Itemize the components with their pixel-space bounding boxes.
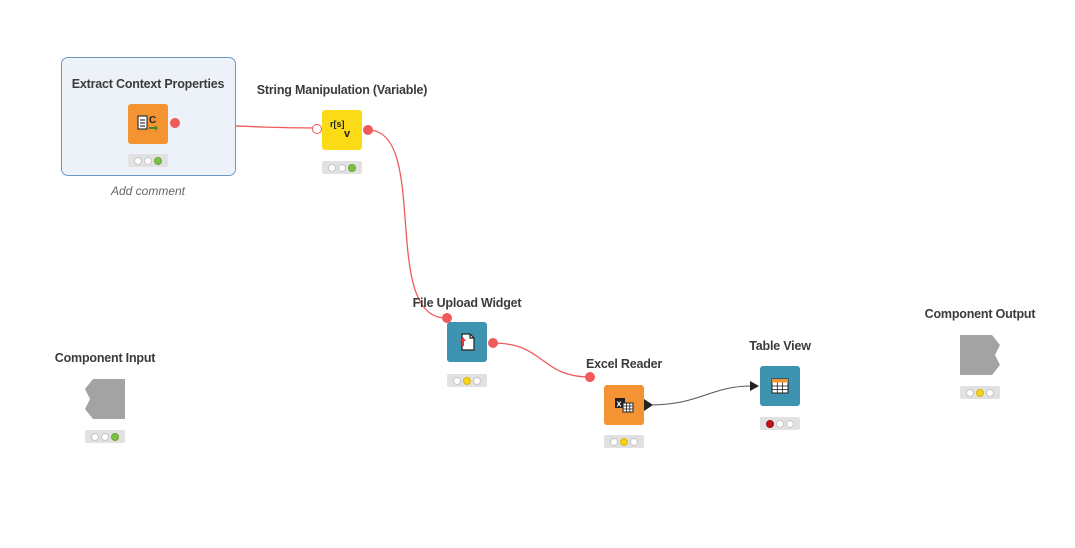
extract-context-status: [128, 154, 168, 167]
status-light-1: [453, 376, 461, 385]
status-light-2: [463, 376, 471, 385]
status-light-1: [328, 163, 336, 172]
excel-reader-output-port[interactable]: [644, 399, 654, 411]
table-view-status: [760, 417, 800, 430]
tableview-input-port-arrow: [750, 381, 759, 391]
svg-text:C: C: [149, 115, 156, 126]
context-properties-icon: C: [137, 115, 158, 131]
status-light-1: [766, 419, 774, 428]
excel-reader-input-port[interactable]: [585, 372, 595, 382]
node-title-component-output[interactable]: Component Output: [924, 307, 1036, 321]
table-view-node[interactable]: [760, 366, 800, 406]
status-light-3: [154, 156, 162, 165]
string-manipulation-status: [322, 161, 362, 174]
node-title-file-upload[interactable]: File Upload Widget: [412, 296, 522, 310]
connection-upload-to-excel[interactable]: [492, 342, 591, 378]
component-output-status: [960, 386, 1000, 399]
node-title-extract-context[interactable]: Extract Context Properties: [71, 77, 225, 91]
status-light-2: [144, 156, 152, 165]
file-upload-output-port[interactable]: [488, 338, 498, 348]
status-light-1: [966, 388, 974, 397]
file-upload-icon: [460, 333, 475, 351]
status-light-3: [473, 376, 481, 385]
string-manipulation-output-port[interactable]: [363, 125, 373, 135]
extract-context-node[interactable]: C: [128, 104, 168, 144]
status-light-1: [91, 432, 99, 441]
status-light-3: [348, 163, 356, 172]
node-title-table-view[interactable]: Table View: [749, 339, 811, 353]
excel-reader-status: [604, 435, 644, 448]
node-title-excel-reader[interactable]: Excel Reader: [585, 357, 663, 371]
component-input-icon[interactable]: [85, 379, 125, 419]
connection-excel-to-tableview[interactable]: [649, 385, 753, 406]
excel-reader-node[interactable]: x: [604, 385, 644, 425]
status-light-2: [338, 163, 346, 172]
component-input-status: [85, 430, 125, 443]
table-view-icon: [771, 378, 789, 394]
svg-text:x: x: [617, 399, 622, 409]
string-manipulation-node[interactable]: r[s] v: [322, 110, 362, 150]
status-light-3: [111, 432, 119, 441]
extract-context-output-port[interactable]: [170, 118, 180, 128]
string-manipulation-input-port[interactable]: [312, 124, 322, 134]
string-manipulation-icon-sub: v: [344, 128, 351, 140]
status-light-1: [610, 437, 618, 446]
status-light-1: [134, 156, 142, 165]
status-light-2: [776, 419, 784, 428]
string-manipulation-icon-text: r[s]: [330, 119, 345, 129]
string-manipulation-icon: r[s] v: [330, 119, 354, 141]
status-light-3: [986, 388, 994, 397]
status-light-2: [976, 388, 984, 397]
component-output-icon[interactable]: [960, 335, 1000, 375]
status-light-3: [630, 437, 638, 446]
connection-string-to-upload[interactable]: [367, 129, 447, 319]
file-upload-status: [447, 374, 487, 387]
node-title-string-manipulation[interactable]: String Manipulation (Variable): [256, 83, 428, 97]
status-light-2: [101, 432, 109, 441]
file-upload-node[interactable]: [447, 322, 487, 362]
file-upload-input-port[interactable]: [442, 313, 452, 323]
excel-reader-icon: x: [615, 398, 634, 413]
node-comment[interactable]: Add comment: [110, 184, 186, 198]
node-title-component-input[interactable]: Component Input: [54, 351, 156, 365]
status-light-2: [620, 437, 628, 446]
status-light-3: [786, 419, 794, 428]
